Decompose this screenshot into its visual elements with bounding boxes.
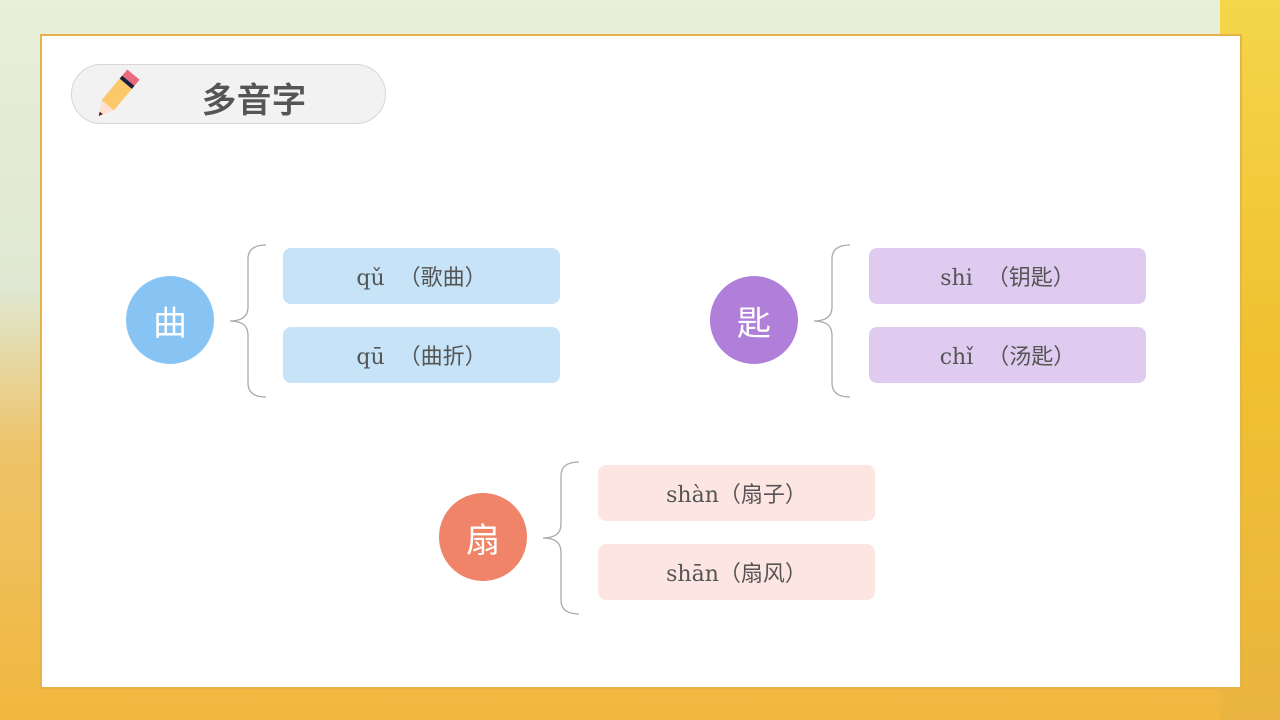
reading-box: shàn（扇子） bbox=[598, 465, 875, 521]
brace bbox=[229, 244, 267, 398]
character-circle: 扇 bbox=[439, 493, 527, 581]
character-circle: 匙 bbox=[710, 276, 798, 364]
reading-box: shān（扇风） bbox=[598, 544, 875, 600]
reading-box: qǔ （歌曲） bbox=[283, 248, 560, 304]
brace bbox=[813, 244, 851, 398]
reading-box: shi （钥匙） bbox=[869, 248, 1146, 304]
page-title: 多音字 bbox=[202, 81, 307, 121]
reading-box: qū （曲折） bbox=[283, 327, 560, 383]
brace bbox=[542, 461, 580, 615]
title-banner: 多音字 bbox=[71, 64, 386, 124]
pencil-icon bbox=[98, 69, 140, 116]
character-circle: 曲 bbox=[126, 276, 214, 364]
reading-box: chǐ （汤匙） bbox=[869, 327, 1146, 383]
